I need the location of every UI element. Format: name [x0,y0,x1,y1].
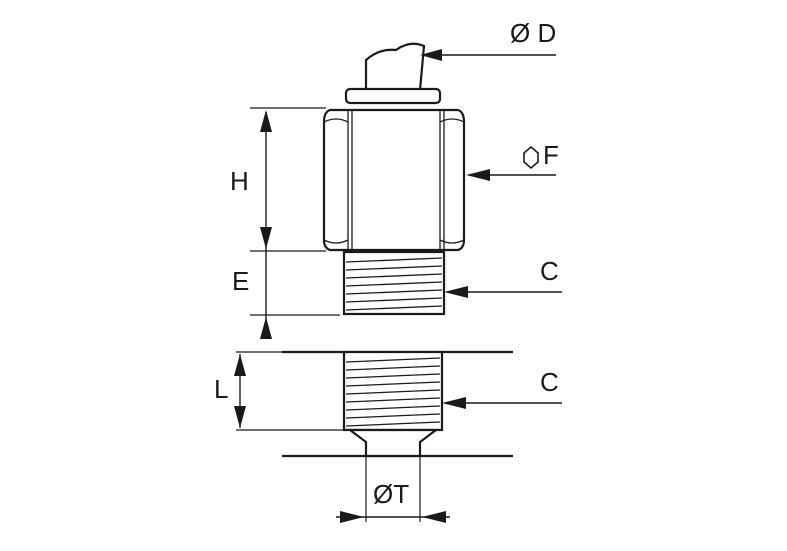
l-label: L [214,374,228,404]
tube [364,42,426,92]
upper-thread [342,250,446,316]
hex-leader [466,169,556,181]
c-upper-label: C [540,256,559,286]
od-label: Ø D [510,18,556,48]
h-e-dimension [250,107,340,339]
ot-label: ØT [373,479,409,509]
collet-ring [344,87,442,105]
ot-dimension [336,456,450,523]
c-lower-label: C [540,367,559,397]
h-label: H [230,166,249,196]
od-leader [420,49,556,61]
c-upper-leader [444,286,562,298]
lower-thread [342,350,444,458]
e-label: E [232,266,249,296]
c-lower-leader [442,397,562,409]
hex-label: F [543,140,559,170]
l-dimension [234,351,344,431]
hex-body [322,108,466,252]
hexagon-icon [523,145,539,170]
